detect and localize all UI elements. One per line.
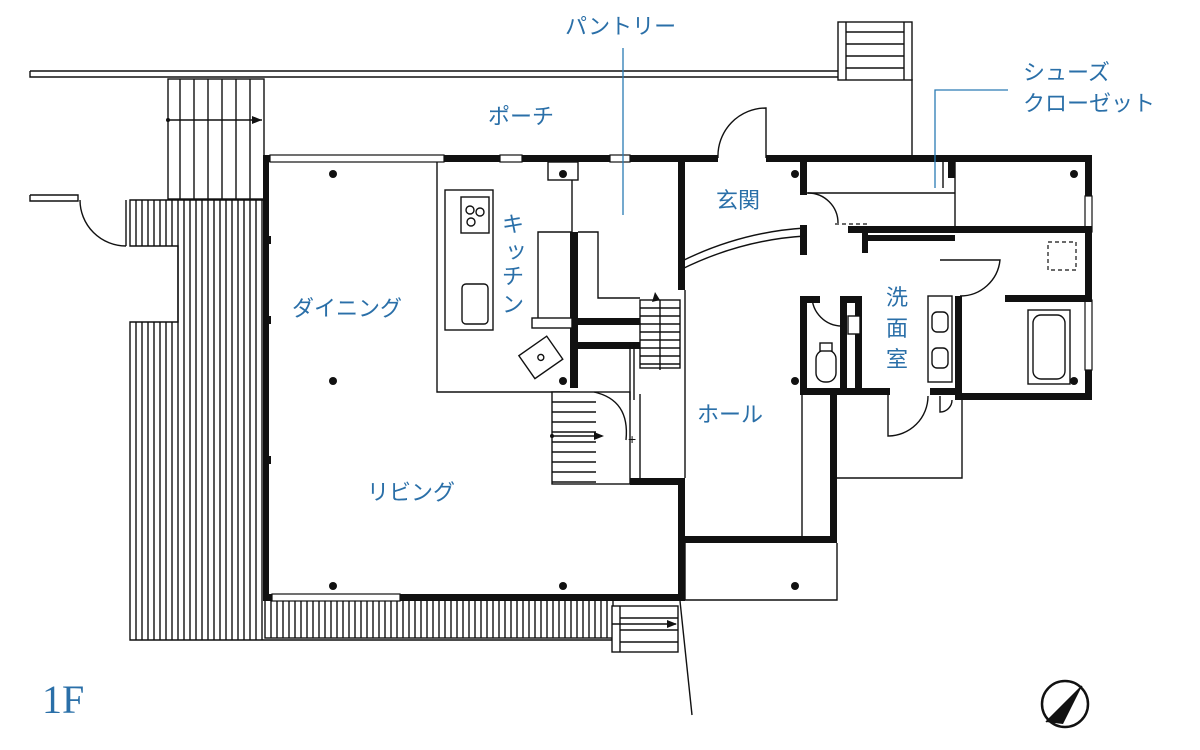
compass-icon xyxy=(1040,679,1090,729)
svg-text:+: + xyxy=(628,431,636,447)
label-washroom-1: 洗 xyxy=(886,285,908,310)
label-washroom-3: 室 xyxy=(886,347,908,372)
label-living: リビング xyxy=(367,480,455,505)
columns xyxy=(263,170,1078,590)
label-pantry: パントリー xyxy=(565,14,676,39)
label-kitchen-1: キ xyxy=(502,212,524,237)
room-labels: パントリー ポーチ シューズ クローゼット 玄関 キ ッ チ ン 洗 面 室 ダ… xyxy=(42,14,1155,722)
label-kitchen-2: ッ xyxy=(505,238,527,263)
label-dining: ダイニング xyxy=(292,296,402,321)
deck xyxy=(129,199,614,641)
upper-left-stairs xyxy=(166,78,265,200)
label-kitchen-3: チ xyxy=(502,264,524,289)
windows xyxy=(269,154,1093,602)
label-shoe-closet-2: クローゼット xyxy=(1023,91,1155,116)
main-stairs: + xyxy=(550,292,681,485)
lower-stairs xyxy=(611,600,693,716)
doors xyxy=(717,107,1001,437)
label-porch: ポーチ xyxy=(488,104,554,129)
top-right-stairs xyxy=(837,21,913,81)
thin-lines xyxy=(436,160,1077,601)
label-washroom-2: 面 xyxy=(886,316,908,341)
interior-walls xyxy=(570,160,1092,396)
label-kitchen-4: ン xyxy=(502,292,524,317)
label-entrance: 玄関 xyxy=(716,188,760,213)
floor-label: 1F xyxy=(42,677,84,722)
label-shoe-closet-1: シューズ xyxy=(1023,60,1110,85)
leader-lines xyxy=(622,48,1008,215)
exterior-walls xyxy=(263,155,1092,601)
kitchen-counter xyxy=(444,161,640,380)
label-hall: ホール xyxy=(697,402,763,427)
